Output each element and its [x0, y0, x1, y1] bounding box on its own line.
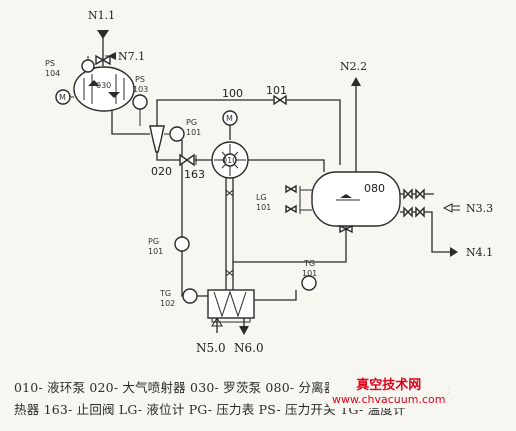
inlet-arrow-n1-1: [97, 30, 109, 39]
label-lg-101: LG: [256, 193, 267, 202]
label-n3-3: N3.3: [466, 202, 493, 215]
feed-arrow-n3-3-tail: [452, 205, 460, 211]
label-n1-1: N1.1: [88, 9, 115, 22]
atmospheric-ejector-020: [149, 125, 165, 153]
exchanger-return-line: [181, 140, 208, 297]
pump-discharge-line: [245, 159, 325, 172]
check-valve-163: [179, 153, 197, 167]
pump-motor: [222, 110, 238, 126]
label-roots-motor: M: [59, 93, 66, 102]
liquid-ring-pump-010: [211, 141, 249, 179]
label-n5-0: N5.0: [196, 341, 226, 355]
label-ps-104: PS: [45, 59, 55, 68]
label-ps-104-num: 104: [45, 69, 60, 78]
label-pg-101-upper: PG: [186, 118, 197, 127]
label-n7-1: N7.1: [118, 50, 145, 63]
temperature-gauge-tg-101: [301, 275, 317, 291]
heat-exchanger-130: [207, 289, 255, 323]
label-separator-080: 080: [364, 182, 385, 195]
exchanger-outlet-line: [254, 290, 297, 301]
pressure-switch-ps-104: [81, 59, 95, 73]
label-ejector-020: 020: [151, 165, 172, 178]
label-roots-pump-030: 030: [96, 81, 111, 90]
label-ps-103-num: 103: [133, 85, 148, 94]
label-tg-101-num: 101: [302, 269, 317, 278]
separator-080: [311, 171, 401, 227]
valve-101: [273, 94, 287, 106]
bypass-line-100: [156, 99, 341, 165]
label-tg-101: TG: [303, 259, 315, 268]
separator-drain-line: [233, 226, 347, 263]
pressure-gauge-pg-101-upper: [164, 126, 185, 142]
label-pg-101-upper-num: 101: [186, 128, 201, 137]
label-n4-1: N4.1: [466, 246, 493, 259]
vent-arrow-n2-2: [351, 77, 361, 86]
label-tg-102: TG: [159, 289, 171, 298]
feed-arrow-n3-3: [442, 203, 453, 213]
pipe-marker-lower: [225, 269, 234, 277]
label-tg-102-num: 102: [160, 299, 175, 308]
level-gauge-lg-101: [285, 184, 312, 214]
roots-pump-030: [73, 66, 135, 112]
label-liquid-ring-pump-010: 010: [222, 156, 237, 165]
site-watermark: 真空技术网 www.chvacuum.com: [329, 378, 449, 408]
label-ps-103: PS: [135, 75, 145, 84]
coolant-out-arrow-n6-0: [239, 326, 249, 335]
roots-pump-motor: [55, 89, 74, 105]
process-flow-diagram: 030 M 010 M: [45, 9, 493, 355]
watermark-url: www.chvacuum.com: [332, 393, 446, 406]
pipe-marker-upper: [225, 189, 234, 197]
separator-outlet-line: [400, 211, 450, 253]
label-lg-101-num: 101: [256, 203, 271, 212]
label-pg-101-lower-num: 101: [148, 247, 163, 256]
label-pg-101-lower: PG: [148, 237, 159, 246]
pressure-switch-ps-103: [132, 94, 148, 126]
label-valve-101: 101: [266, 84, 287, 97]
roots-to-ejector-line: [111, 110, 150, 135]
legend-line-2: 热器 163- 止回阀 LG- 液位计 PG- 压力表 PS- 压力开关 TG-…: [14, 402, 406, 417]
label-n2-2: N2.2: [340, 60, 367, 73]
label-line-100: 100: [222, 87, 243, 100]
label-check-valve-163: 163: [184, 168, 205, 181]
label-pump-motor: M: [226, 114, 233, 123]
watermark-title: 真空技术网: [356, 378, 422, 393]
label-n6-0: N6.0: [234, 341, 264, 355]
temperature-gauge-tg-102: [182, 288, 198, 304]
pressure-gauge-pg-101-lower: [174, 236, 190, 252]
purge-arrow-n7-1: [108, 52, 116, 60]
outlet-arrow-n4-1: [450, 247, 458, 257]
separator-valves: [339, 188, 425, 234]
